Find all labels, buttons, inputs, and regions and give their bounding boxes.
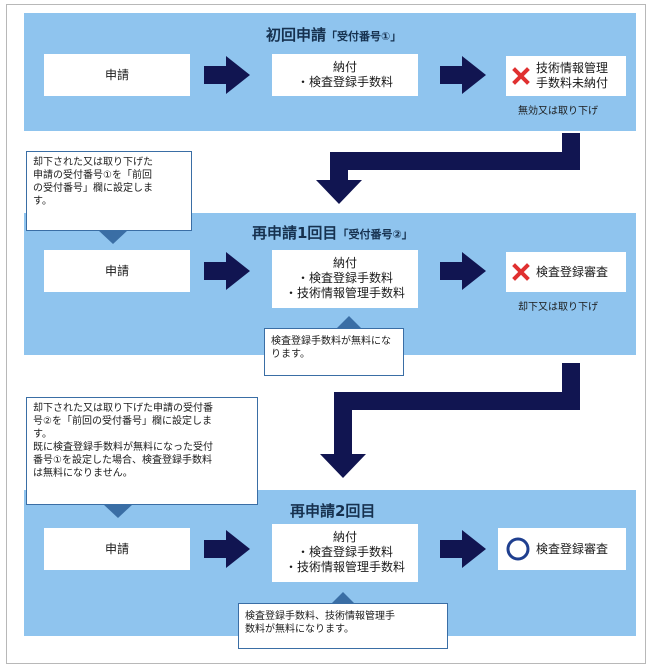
diagram-frame (6, 4, 646, 664)
arrow-right (440, 56, 486, 94)
callout-previous-number-1: 却下された又は取り下げた 申請の受付番号①を「前回 の受付番号」欄に設定しま す… (26, 151, 192, 231)
cross-icon (512, 67, 530, 85)
stage2-payment-box: 納付 ・検査登録手数料 ・技術情報管理手数料 (272, 250, 418, 308)
stage3-result-box: 検査登録審査 (498, 528, 626, 570)
stage1-result-box: 技術情報管理 手数料未納付 (506, 56, 626, 96)
callout2-tail (103, 504, 133, 518)
stage2-callout-tail (337, 316, 361, 328)
stage3-payment-box: 納付 ・検査登録手数料 ・技術情報管理手数料 (272, 524, 418, 582)
arrow-right (204, 56, 250, 94)
callout1-tail (98, 230, 128, 244)
circle-icon (506, 537, 530, 561)
callout-previous-number-2: 却下された又は取り下げた申請の受付番 号②を「前回の受付番号」欄に設定しま す。… (26, 397, 258, 505)
stage1-payment-box: 納付 ・検査登録手数料 (272, 54, 418, 96)
stage2-apply-box: 申請 (44, 250, 190, 292)
stage1-title: 初回申請「受付番号①」 (266, 26, 402, 44)
arrow-right (204, 530, 250, 568)
stage3-title: 再申請2回目 (290, 502, 376, 520)
stage1-apply-box: 申請 (44, 54, 190, 96)
stage3-callout-tail (331, 592, 355, 604)
stage1-result-note: 無効又は取り下げ (518, 106, 598, 117)
cross-icon (512, 263, 530, 281)
arrow-right (204, 252, 250, 290)
stage2-title: 再申請1回目「受付番号②」 (252, 224, 413, 242)
stage2-result-note: 却下又は取り下げ (518, 302, 598, 313)
elbow-arrow-down (320, 363, 580, 478)
stage3-apply-box: 申請 (44, 528, 190, 570)
elbow-arrow-down (316, 133, 580, 204)
arrow-right (440, 252, 486, 290)
stage2-result-box: 検査登録審査 (506, 252, 626, 292)
stage2-fee-callout: 検査登録手数料が無料にな ります。 (264, 328, 404, 376)
stage3-fee-callout: 検査登録手数料、技術情報管理手 数料が無料になります。 (238, 603, 448, 649)
arrow-right (440, 530, 486, 568)
